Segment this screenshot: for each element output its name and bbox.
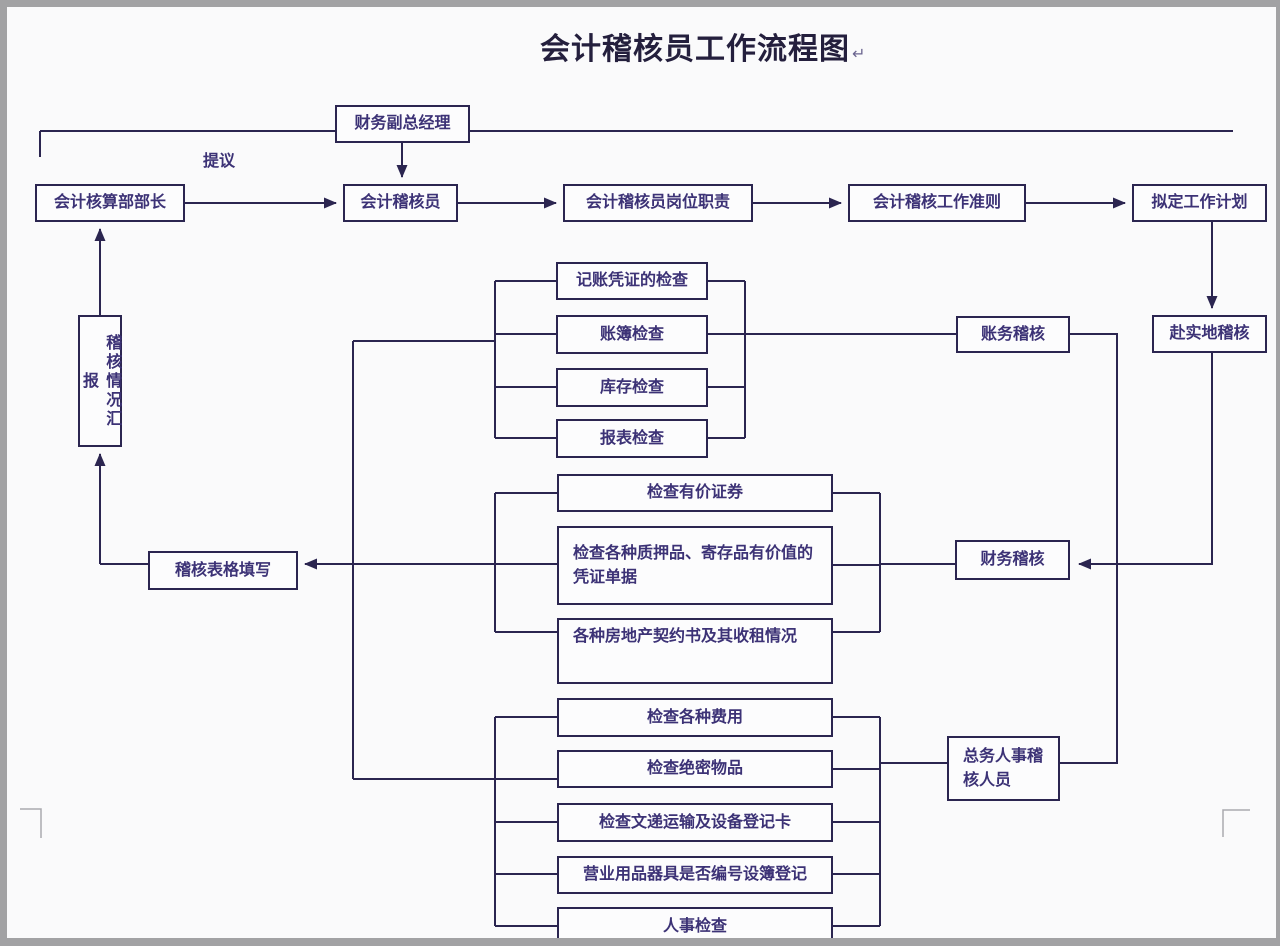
box-general-affairs-personnel-auditor: 总务人事稽核人员 [947,736,1060,801]
paragraph-mark: ↵ [852,46,867,63]
box-transport-equipment-card-check: 检查文递运输及设备登记卡 [557,803,833,842]
box-audit-work-standards: 会计稽核工作准则 [848,184,1026,222]
box-supplies-registration-check: 营业用品器具是否编号设簿登记 [557,856,833,894]
flow-lines [39,130,1233,927]
box-report-check: 报表检查 [556,419,708,458]
box-securities-check: 检查有价证券 [557,474,833,512]
box-expenses-check: 检查各种费用 [557,698,833,737]
page-frame-right [1276,0,1280,946]
page-frame-bottom [0,938,1280,946]
box-ledger-check: 账簿检查 [556,315,708,354]
page-corner-marks [20,808,1250,838]
box-accounting-auditor: 会计稽核员 [343,184,458,222]
box-auditor-job-duties: 会计稽核员岗位职责 [563,184,753,222]
box-account-audit: 账务稽核 [956,316,1070,353]
page-title-text: 会计稽核员工作流程图 [540,33,850,66]
page-title: 会计稽核员工作流程图↵ [540,24,866,68]
box-draw-up-work-plan: 拟定工作计划 [1132,184,1267,222]
box-accounting-dept-head: 会计核算部部长 [35,184,185,222]
box-real-estate-contracts-check: 各种房地产契约书及其收租情况 [557,618,833,684]
page-frame-left [0,0,7,946]
box-audit-situation-report: 稽核情况汇报 [78,315,122,447]
box-inventory-check: 库存检查 [556,368,708,407]
label-proposal: 提议 [203,153,236,170]
box-financial-audit: 财务稽核 [955,540,1070,580]
box-audit-form-filling: 稽核表格填写 [148,551,298,590]
box-voucher-check: 记账凭证的检查 [556,262,708,300]
box-field-audit: 赴实地稽核 [1152,315,1267,353]
box-pledged-items-check: 检查各种质押品、寄存品有价值的凭证单据 [557,526,833,605]
page-frame-top [0,0,1280,7]
box-finance-deputy-gm: 财务副总经理 [335,105,470,143]
box-confidential-items-check: 检查绝密物品 [557,750,833,788]
